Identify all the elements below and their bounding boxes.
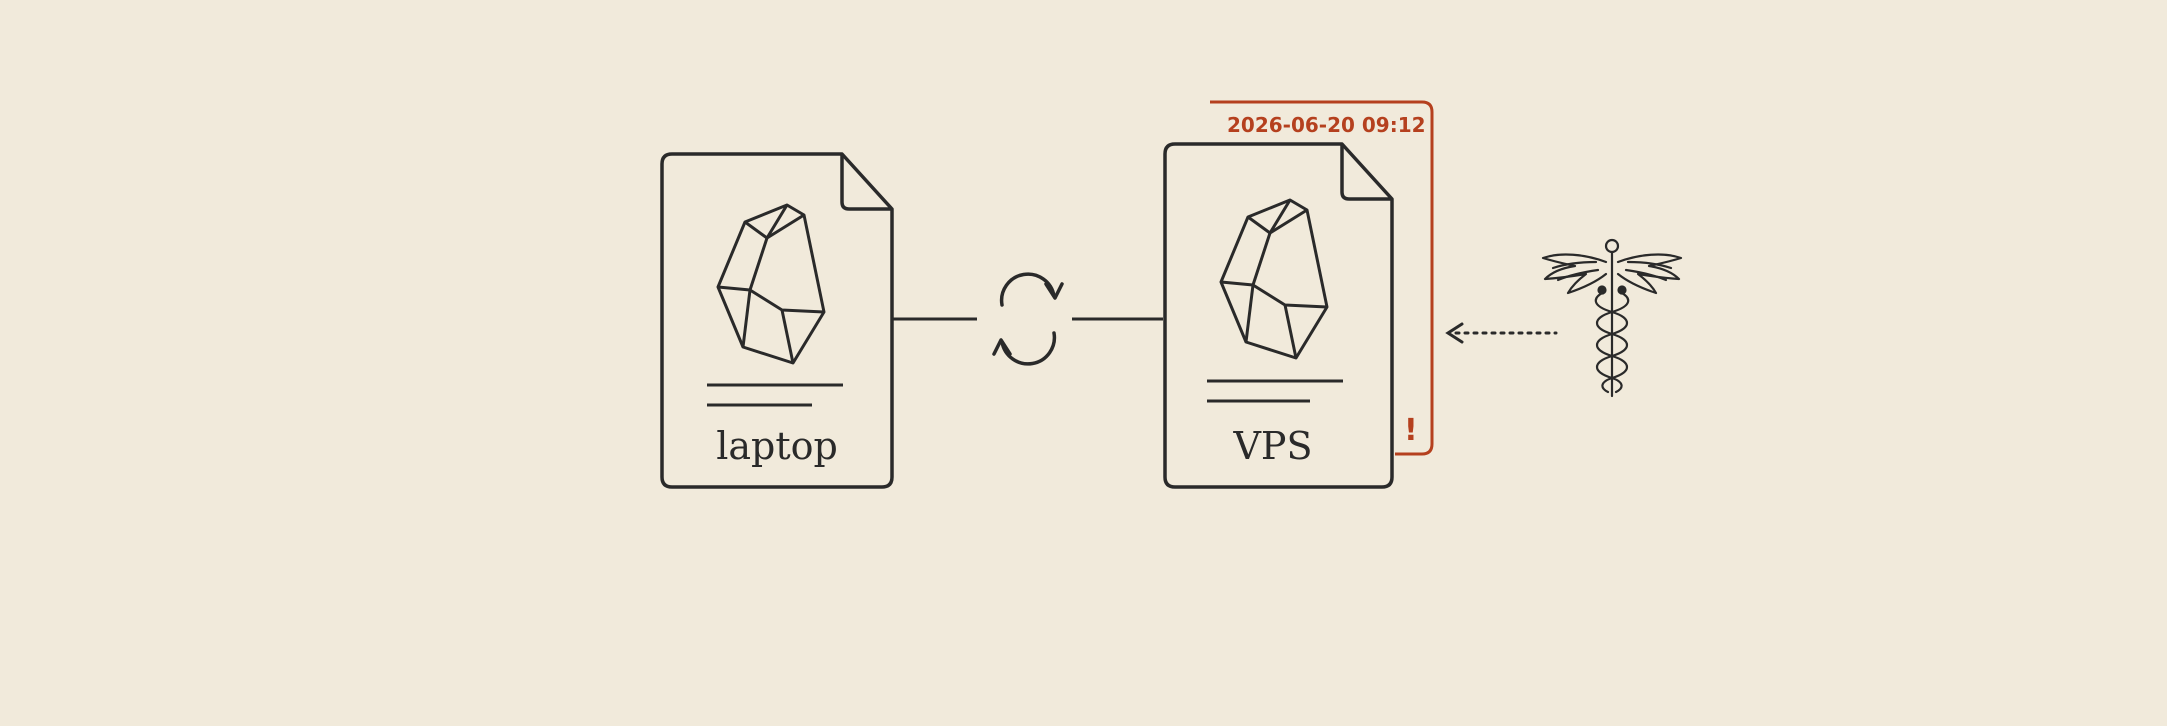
vps-label: VPS (1232, 424, 1312, 468)
laptop-file[interactable]: laptop (660, 152, 894, 489)
vps-file[interactable]: VPS (1163, 142, 1394, 489)
laptop-label: laptop (716, 424, 838, 468)
conflict-marker: ! (1404, 413, 1418, 448)
sync-icon[interactable] (992, 272, 1064, 366)
obsidian-crystal-icon (1219, 198, 1329, 360)
dotted-arrow-left-icon (1445, 322, 1558, 344)
conflict-file-copy: 2026-06-20 09:12 ! (1210, 100, 1434, 456)
obsidian-crystal-icon (716, 203, 826, 365)
conflict-timestamp: 2026-06-20 09:12 (1227, 113, 1426, 137)
caduceus-icon (1541, 238, 1683, 398)
